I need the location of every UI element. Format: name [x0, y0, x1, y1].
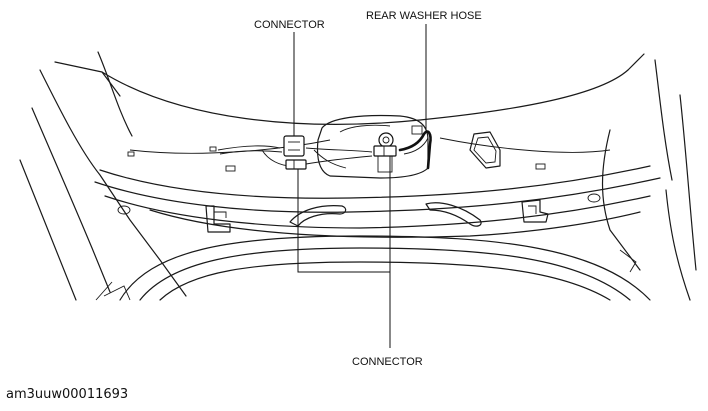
leader-lines	[293, 24, 427, 348]
connector-lower-left	[285, 159, 307, 170]
figure-id-caption: am3uuw00011693	[6, 387, 129, 402]
lower-opening	[95, 235, 651, 301]
connector-upper-left	[283, 135, 305, 157]
upper-trim-band	[94, 137, 661, 238]
lower-clips	[205, 199, 549, 233]
right-pocket	[469, 131, 501, 169]
connector-top-label: CONNECTOR	[254, 19, 325, 31]
liftgate-outline	[19, 51, 697, 301]
connector-bottom-label: CONNECTOR	[352, 356, 423, 368]
connector-center	[373, 145, 397, 157]
wiring-harness	[217, 145, 373, 169]
rear-washer-hose-label: REAR WASHER HOSE	[366, 10, 482, 22]
rear-washer-hose	[398, 130, 432, 170]
